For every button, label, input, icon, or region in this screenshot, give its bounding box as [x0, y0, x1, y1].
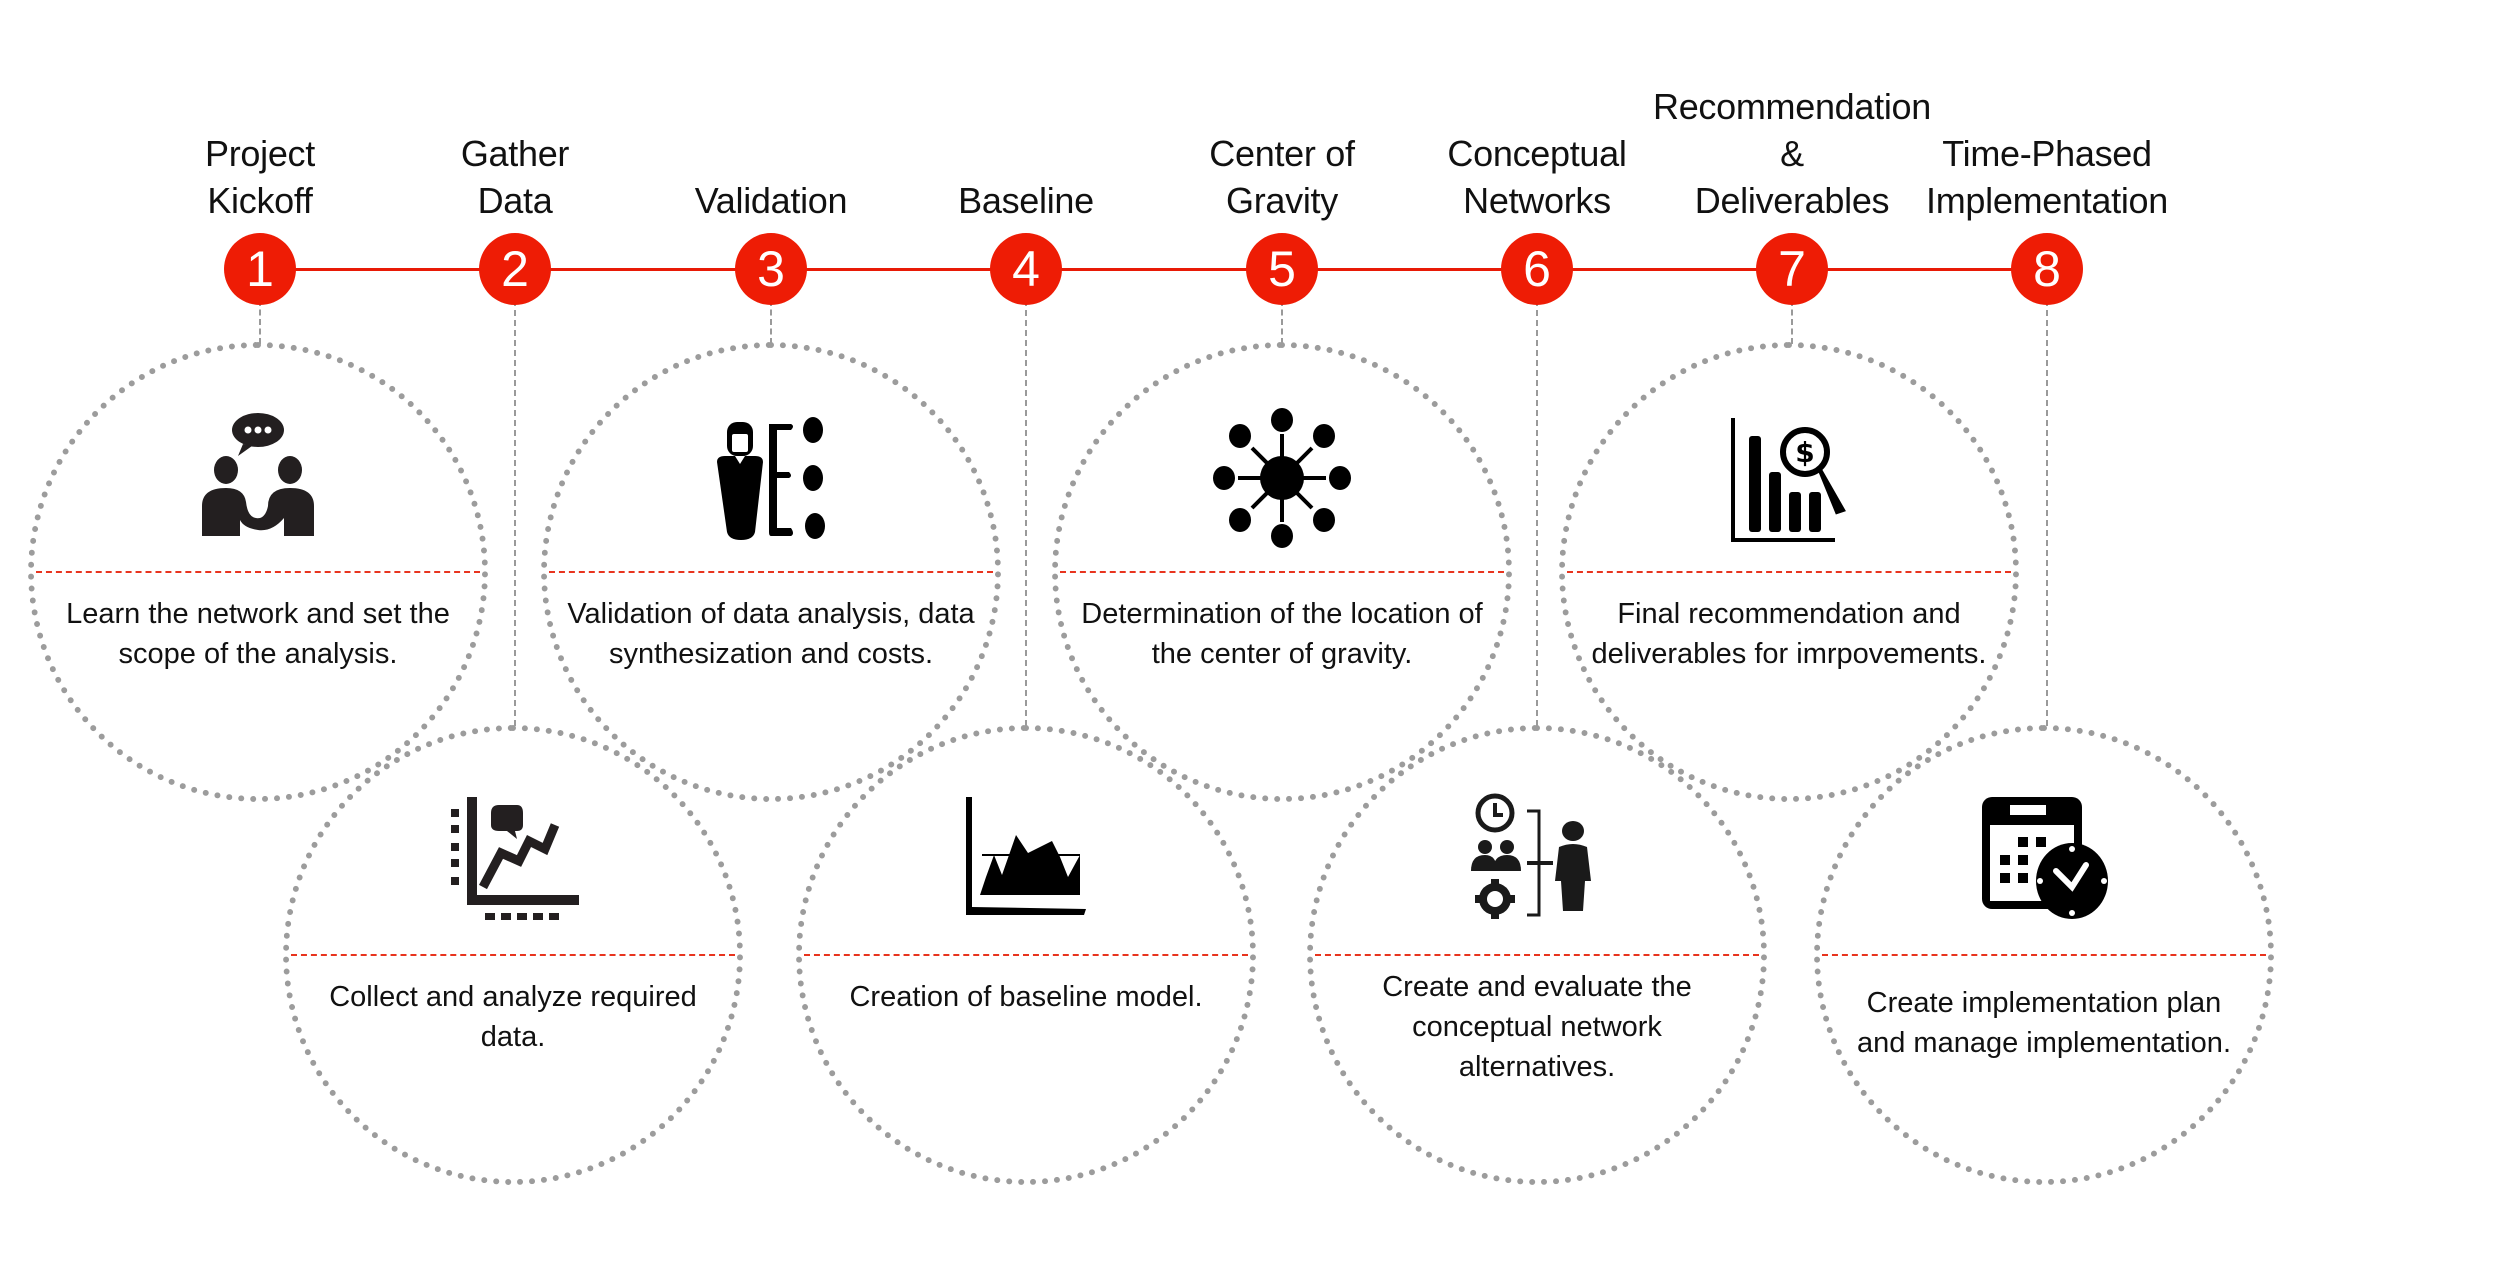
step-1-bubble: Learn the network and set the scope of t… [28, 342, 488, 802]
cost-analysis-magnifier-icon: $ [1719, 408, 1859, 548]
step-3-description: Validation of data analysis, data synthe… [567, 598, 975, 670]
step-4-title-line: Baseline [958, 180, 1094, 221]
step-1-title-line: Project [205, 133, 315, 174]
two-people-conversation-icon [188, 408, 328, 548]
step-7-description: Final recommendation and deliverables fo… [1591, 598, 1987, 670]
step-5-description: Determination of the location of the cen… [1081, 598, 1483, 670]
area-chart-baseline-icon [956, 791, 1096, 931]
step-2-title-line: Gather [460, 133, 570, 174]
step-7-title: Recommendation & Deliverables [1632, 83, 1952, 224]
step-2-number-badge: 2 [479, 233, 551, 305]
step-7-title-line: Recommendation [1653, 86, 1931, 127]
step-6-description: Create and evaluate the conceptual netwo… [1382, 971, 1692, 1083]
step-1-title: Project Kickoff [100, 130, 420, 224]
step-4-description: Creation of baseline model. [849, 981, 1203, 1013]
step-5-title-line: Center of [1209, 133, 1355, 174]
step-5-title: Center of Gravity [1122, 130, 1442, 224]
svg-text:$: $ [1795, 436, 1814, 469]
step-5-connector [1281, 300, 1283, 344]
step-1-divider [36, 571, 480, 573]
step-7-divider [1567, 571, 2011, 573]
step-8-title: Time-Phased Implementation [1887, 130, 2207, 224]
step-8-title-line: Time-Phased [1942, 133, 2152, 174]
step-5-divider [1060, 571, 1504, 573]
calendar-clock-schedule-icon [1974, 791, 2114, 931]
step-7-number-badge: 7 [1756, 233, 1828, 305]
step-1-number-badge: 1 [224, 233, 296, 305]
step-6-number-badge: 6 [1501, 233, 1573, 305]
step-1-connector [259, 300, 261, 344]
step-8-connector [2046, 300, 2048, 726]
step-4-divider [804, 954, 1248, 956]
step-3-title: Validation [611, 177, 931, 224]
data-chart-analysis-icon [443, 791, 583, 931]
step-8-divider [1822, 954, 2266, 956]
validation-person-checklist-icon [701, 408, 841, 548]
step-3-divider [549, 571, 993, 573]
step-7-title-line: Deliverables [1694, 180, 1890, 221]
step-3-title-line: Validation [694, 180, 848, 221]
timeline-line [260, 268, 2045, 271]
step-4-number-badge: 4 [990, 233, 1062, 305]
step-8-number-badge: 8 [2011, 233, 2083, 305]
step-3-bubble: Validation of data analysis, data synthe… [541, 342, 1001, 802]
step-2-divider [291, 954, 735, 956]
step-6-divider [1315, 954, 1759, 956]
step-3-number-badge: 3 [735, 233, 807, 305]
step-2-description: Collect and analyze required data. [329, 981, 697, 1053]
step-7-connector [1791, 300, 1793, 344]
step-5-number-badge: 5 [1246, 233, 1318, 305]
step-4-connector [1025, 300, 1027, 726]
step-2-title-line: Data [477, 180, 553, 221]
step-6-connector [1536, 300, 1538, 726]
step-2-title: Gather Data [355, 130, 675, 224]
step-5-bubble: Determination of the location of the cen… [1052, 342, 1512, 802]
step-4-title: Baseline [866, 177, 1186, 224]
step-6-title: Conceptual Networks [1377, 130, 1697, 224]
step-8-description: Create implementation plan and manage im… [1856, 987, 2231, 1059]
hub-network-nodes-icon [1212, 408, 1352, 548]
step-7-title-line: & [1780, 133, 1804, 174]
step-8-title-line: Implementation [1926, 180, 2168, 221]
step-1-description: Learn the network and set the scope of t… [66, 598, 450, 670]
step-3-connector [770, 300, 772, 344]
step-5-title-line: Gravity [1226, 180, 1338, 221]
step-6-title-line: Networks [1463, 180, 1611, 221]
step-7-bubble: $ Final recommendation and deliverables … [1559, 342, 2019, 802]
step-1-title-line: Kickoff [207, 180, 313, 221]
step-2-connector [514, 300, 516, 726]
step-4-bubble: Creation of baseline model. [796, 725, 1256, 1185]
step-2-bubble: Collect and analyze required data. [283, 725, 743, 1185]
step-6-title-line: Conceptual [1447, 133, 1627, 174]
team-evaluation-alternatives-icon [1467, 791, 1607, 931]
step-6-bubble: Create and evaluate the conceptual netwo… [1307, 725, 1767, 1185]
step-8-bubble: Create implementation plan and manage im… [1814, 725, 2274, 1185]
